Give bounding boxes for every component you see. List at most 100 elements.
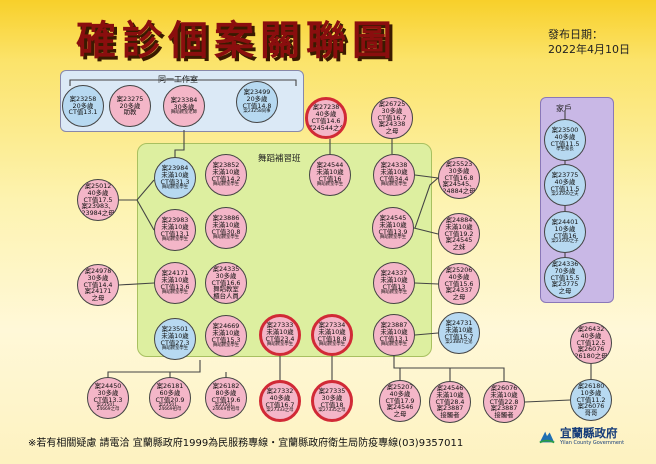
case-node-line: 案23886: [212, 214, 240, 223]
case-node-line: 舞蹈教室學生: [380, 181, 408, 187]
case-node-line: 40多歲: [389, 389, 411, 398]
case-node-line: 24669曾祖母: [212, 407, 240, 413]
case-node-line: 案24337: [380, 269, 408, 278]
case-node-line: CT值16.7: [377, 113, 407, 122]
case-node-line: CT值19.2: [444, 229, 474, 238]
case-node-line: 案24546: [386, 403, 414, 412]
case-node-line: 未滿10歲: [380, 276, 408, 285]
case-node-line: CT值14.4: [83, 280, 113, 289]
case-node-line: 案23501、: [158, 402, 182, 408]
case-node-line: 30多歲: [448, 166, 470, 175]
case-node-line: 舞蹈教室學生: [212, 234, 240, 240]
case-node-line: 案23775: [551, 280, 579, 289]
case-node-line: 24669之母: [96, 407, 120, 413]
case-node-line: 學生家長: [556, 146, 574, 152]
case-node-line: CT值15.3: [211, 336, 241, 345]
case-node-line: CT值20.9: [155, 395, 185, 404]
case-node-line: 案23887: [380, 321, 408, 330]
logo-english: Yilan County Government: [560, 439, 625, 446]
case-node-line: CT值13.1: [379, 335, 409, 344]
case-node-line: CT值27.3: [160, 339, 190, 348]
case-node-line: 30多歲: [381, 106, 403, 115]
case-node-line: CT值13.6: [160, 283, 190, 292]
connector-line: [414, 282, 439, 285]
case-node-line: CT值13: [382, 283, 406, 292]
case-node-line: 40多歲: [87, 188, 109, 197]
logo-name: 宜蘭縣政府: [560, 426, 618, 441]
case-node-line: 23984之母: [81, 209, 115, 218]
case-node-line: 案27335之母: [318, 407, 346, 413]
case-node-line: CT值18: [320, 401, 344, 410]
case-node-line: 之母: [385, 127, 399, 136]
case-node-line: 接觸者: [494, 411, 514, 420]
case-node-line: CT值11.5: [550, 185, 580, 194]
case-node-line: 40多歲: [269, 394, 291, 403]
case-node-line: 40多歲: [448, 272, 470, 281]
case-node-line: CT值14.8: [242, 102, 272, 111]
case-node-line: CT值12.5: [576, 338, 606, 347]
connector-line: [393, 356, 505, 381]
case-node-line: 案24338: [380, 161, 408, 170]
case-node-line: CT值11.2: [576, 395, 606, 404]
case-node-line: 未滿10歲: [445, 222, 473, 231]
case-node-line: 之母: [393, 410, 407, 419]
case-node-line: 未滿10歲: [318, 328, 346, 337]
case-node-line: CT值16.6: [211, 278, 241, 287]
case-node-line: 20多歲: [119, 101, 141, 110]
connector-line: [414, 174, 439, 179]
case-node-line: 40多歲: [554, 178, 576, 187]
case-node-line: 案23775: [551, 171, 579, 180]
case-node-line: 案24546: [436, 383, 464, 392]
case-node-line: 舞蹈教室學生: [212, 181, 240, 187]
case-node-line: 案23984: [161, 164, 189, 173]
case-node-line: 舞蹈教室學生: [318, 341, 346, 347]
connector-line: [136, 199, 155, 231]
case-node-line: 案26076: [577, 345, 605, 354]
case-node-line: 30多歲: [97, 388, 119, 397]
case-node-line: 案24171: [84, 287, 112, 296]
case-node-line: 案23275: [116, 94, 144, 103]
case-node-line: 之妹: [452, 243, 466, 252]
case-node-line: 未滿10歲: [380, 168, 408, 177]
case-node-line: 案23983、: [81, 202, 115, 211]
connector-line: [107, 360, 201, 377]
case-node-line: 案24545: [445, 236, 473, 245]
case-node-line: 案24336: [551, 259, 579, 268]
case-node-line: 案27333: [266, 321, 294, 330]
case-node-line: CT值16: [553, 232, 577, 241]
case-node-line: 案26180: [577, 381, 605, 390]
case-node-line: CT值13.9: [378, 228, 408, 237]
case-node-line: 未滿10歲: [212, 329, 240, 338]
case-node-line: 舞蹈教室學生: [380, 341, 408, 347]
case-node-line: CT值31.3: [160, 178, 190, 187]
case-node-line: CT值13.3: [93, 395, 123, 404]
case-node-line: CT值23.4: [265, 335, 295, 344]
case-node-line: 舞蹈教室學生: [380, 289, 408, 295]
case-node-line: 未滿10歲: [266, 328, 294, 337]
case-node-line: 案24545、: [442, 180, 476, 189]
page-title: 確診個案關聯圖: [76, 17, 398, 64]
case-node-line: 案23887: [436, 404, 464, 413]
case-node-line: 未滿10歲: [379, 221, 407, 230]
case-node-line: 助教: [123, 108, 137, 117]
case-node-line: CT值16.8: [444, 173, 474, 182]
